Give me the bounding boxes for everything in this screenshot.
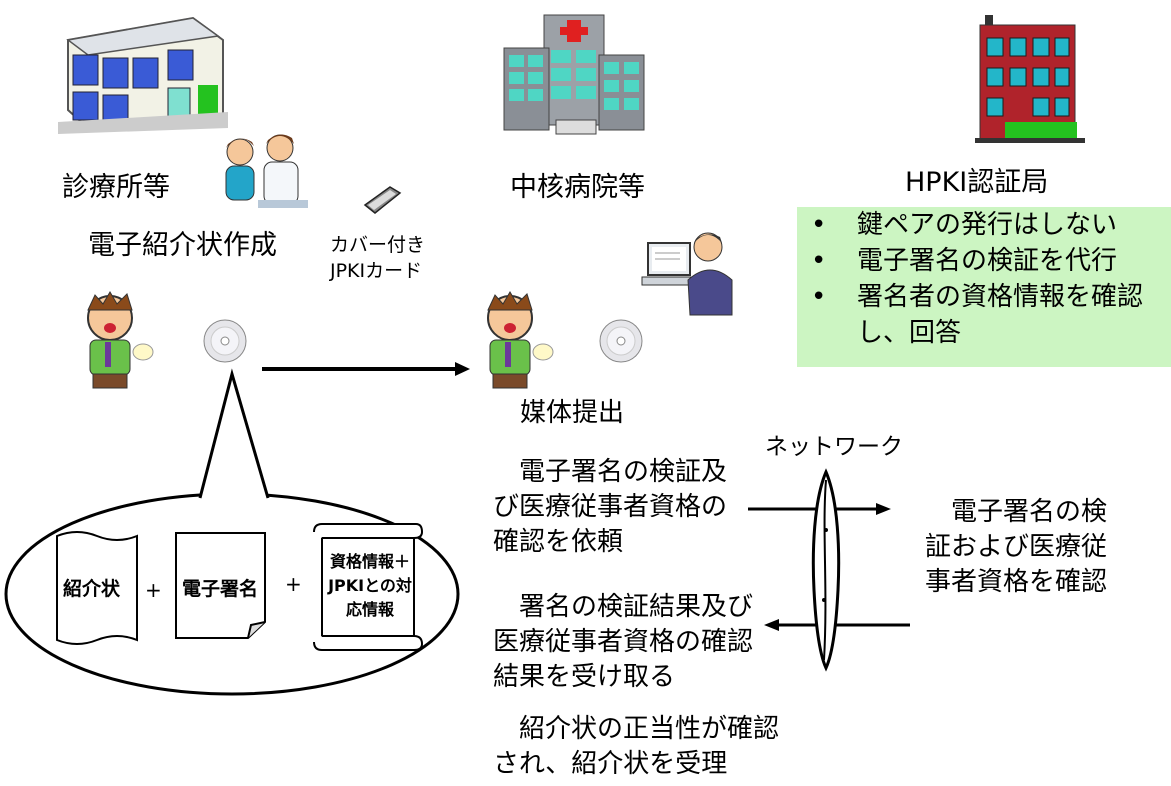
person-sender-icon (87, 291, 154, 389)
network-label: ネットワーク (765, 434, 903, 460)
step-receive-text: 署名の検証結果及び医療従事者資格の確認結果を受け取る (493, 592, 754, 692)
submit-arrow (262, 362, 470, 376)
disc-icon (599, 319, 643, 363)
operator-computer-icon (641, 232, 733, 316)
qualification-scroll-icon (313, 523, 424, 651)
qualification-info-label: 資格情報＋JPKIとの対応情報 (328, 552, 412, 619)
step-request-text: 電子署名の検証及び医療従事者資格の確認を依頼 (493, 457, 728, 557)
doctor-patient-icon (225, 134, 308, 208)
disc-icon (203, 319, 247, 363)
referral-letter-label: 紹介状 (63, 578, 121, 600)
authority-building-icon (975, 15, 1085, 143)
person-receiver-icon (487, 291, 554, 389)
create-letter-label: 電子紹介状作成 (88, 230, 277, 261)
step-accepted-text: 紹介状の正当性が確認され、紹介状を受理 (493, 714, 780, 779)
card-icon (363, 186, 402, 214)
card-label: カバー付きJPKIカード (330, 234, 426, 282)
plus-sign: + (285, 572, 302, 596)
clinic-label: 診療所等 (62, 172, 170, 203)
referral-letter-doc-icon (56, 531, 138, 645)
request-arrow (748, 503, 891, 515)
note-item: •電子署名の検証を代行 (811, 246, 1118, 276)
authority-notes: •鍵ペアの発行はしない •電子署名の検証を代行 •署名者の資格情報を確認し、回答 (797, 207, 1171, 367)
digital-signature-doc-icon (175, 532, 266, 639)
submit-media-label: 媒体提出 (520, 398, 625, 428)
response-arrow (764, 619, 910, 631)
note-item: •鍵ペアの発行はしない (811, 210, 1118, 240)
hospital-building-icon (503, 14, 645, 135)
step-verify-text: 電子署名の検証および医療従事者資格を確認 (925, 497, 1108, 597)
digital-signature-label: 電子署名 (182, 578, 259, 600)
hospital-label: 中核病院等 (510, 172, 645, 203)
note-item: •署名者の資格情報を確認し、回答 (811, 282, 1144, 348)
clinic-building-icon (58, 16, 228, 134)
authority-label: HPKI認証局 (905, 167, 1049, 198)
network-pipe-icon (811, 468, 841, 672)
plus-sign: + (145, 578, 162, 602)
